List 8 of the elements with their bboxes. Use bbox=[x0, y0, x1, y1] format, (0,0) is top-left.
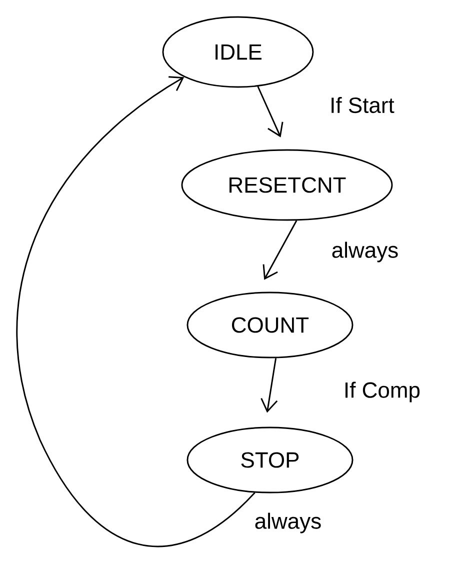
edge-label: always bbox=[253, 511, 323, 535]
arrow bbox=[16, 76, 256, 547]
arrow bbox=[257, 86, 284, 138]
edge-label: If Comp bbox=[342, 380, 422, 404]
edge-label: always bbox=[330, 240, 400, 264]
arrow bbox=[260, 358, 278, 413]
edge-label: If Start bbox=[328, 96, 396, 114]
arrow bbox=[262, 220, 298, 280]
